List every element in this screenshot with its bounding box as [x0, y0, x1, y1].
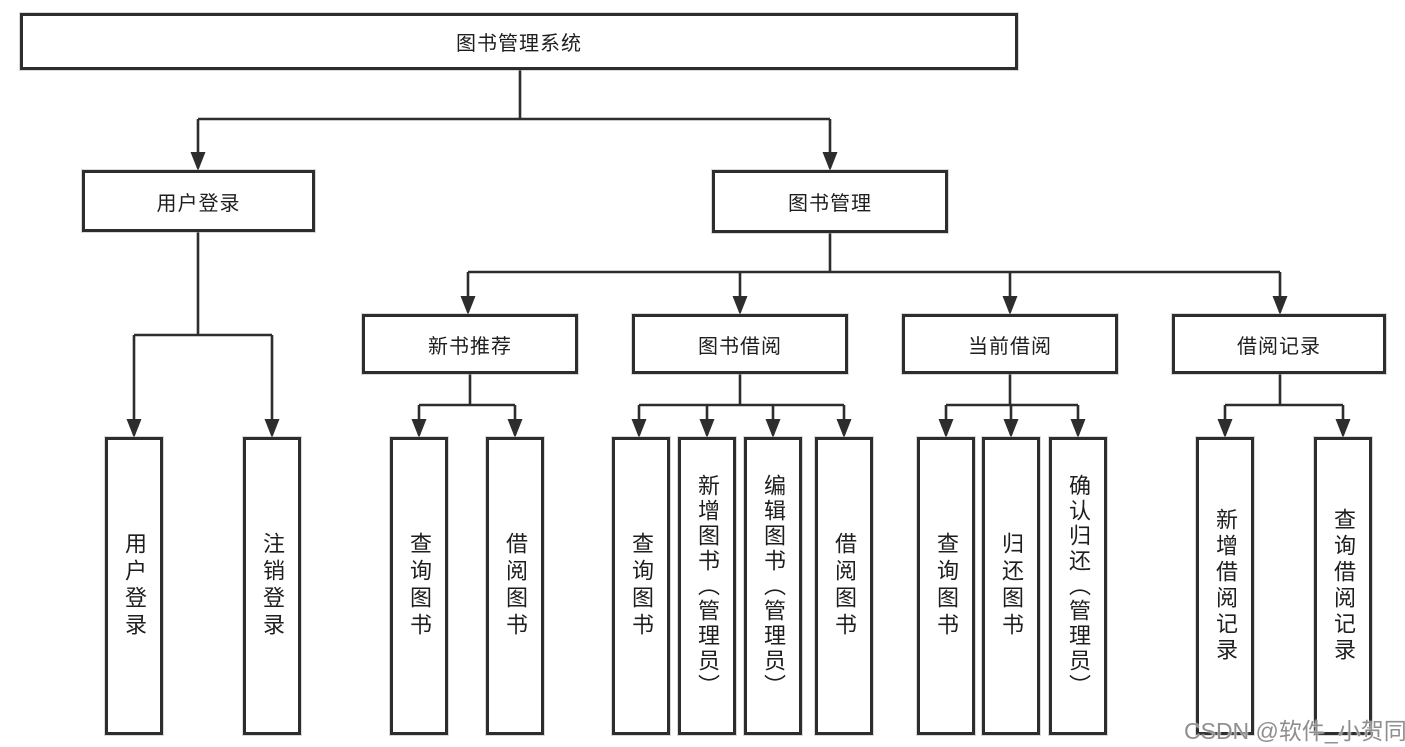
leaf-query-borrow-record: 查询借阅记录	[1314, 437, 1372, 735]
leaf-confirm-return-admin: 确认归还（管理员）	[1049, 437, 1107, 735]
arrowhead-icons	[126, 152, 1351, 438]
node-book-management: 图书管理	[712, 170, 948, 233]
node-borrowing-records: 借阅记录	[1172, 314, 1386, 374]
node-library-system: 图书管理系统	[20, 13, 1018, 70]
leaf-query-books-borrowing: 查询图书	[612, 437, 670, 735]
leaf-add-book-admin: 新增图书（管理员）	[678, 437, 736, 735]
leaf-edit-book-admin: 编辑图书（管理员）	[744, 437, 802, 735]
tree-edges	[132, 70, 1345, 435]
watermark: CSDN @软件_小贺同学	[1184, 718, 1405, 744]
node-book-borrowing: 图书借阅	[632, 314, 848, 374]
leaf-borrow-books-recommend: 借阅图书	[486, 437, 544, 735]
node-new-book-recommend: 新书推荐	[362, 314, 578, 374]
leaf-borrow-books: 借阅图书	[815, 437, 873, 735]
node-current-borrowing: 当前借阅	[902, 314, 1118, 374]
leaf-user-login: 用户登录	[105, 437, 163, 735]
leaf-logout: 注销登录	[243, 437, 301, 735]
node-user-login: 用户登录	[82, 170, 315, 232]
leaf-return-book: 归还图书	[982, 437, 1040, 735]
leaf-add-borrow-record: 新增借阅记录	[1196, 437, 1254, 735]
leaf-query-books-current: 查询图书	[917, 437, 975, 735]
leaf-query-books-recommend: 查询图书	[390, 437, 448, 735]
